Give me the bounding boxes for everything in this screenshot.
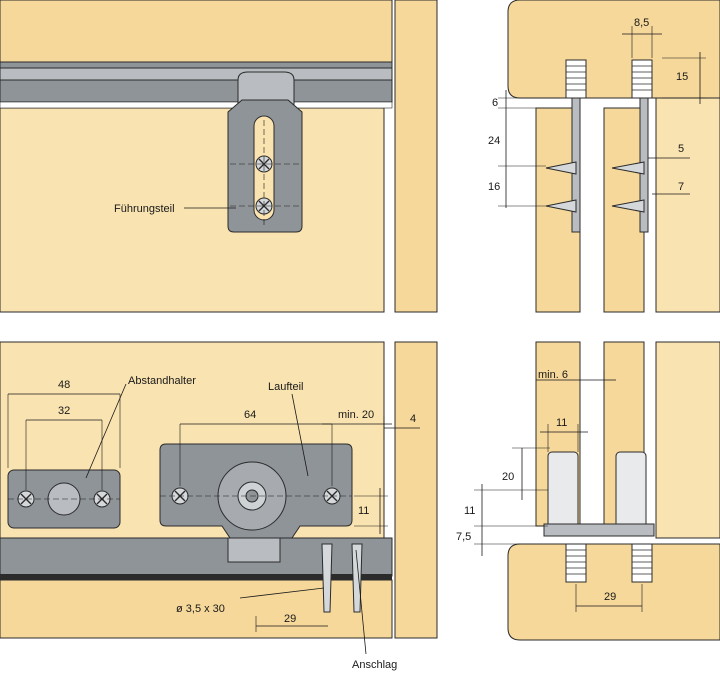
dim-6: 6 [492,97,498,109]
gap-strip [0,101,393,109]
panel-bottom-left: 48 32 64 min. 20 4 11 29 Abstandhalter L… [0,341,438,671]
floor-board-section [507,543,720,641]
insert-ribs [566,65,586,91]
dim-32: 32 [58,405,70,417]
side-wall-section [655,97,720,313]
label-laufteil: Laufteil [268,381,303,393]
dim-64: 64 [244,409,256,421]
door-panel-wood [0,107,385,313]
profile-right [611,59,653,233]
leader-line [291,393,309,477]
panel-top-left: Führungsteil [0,0,438,313]
leader-line [85,383,127,479]
dim-29: 29 [604,591,616,603]
dim-5: 5 [678,143,684,155]
runner-housing [615,451,647,535]
panel-bottom-right: min. 6 11 20 11 7,5 29 [456,341,720,641]
screw-icon [611,161,645,175]
dim-24: 24 [488,135,500,147]
dowel-insert [631,543,653,583]
screw-icon [321,543,333,613]
runner-housing [547,451,579,535]
dowel-insert [565,543,587,583]
dim-4: 4 [410,413,416,425]
bottom-rail-base [0,574,392,580]
bottom-profile-left [547,451,587,583]
wheel-mount [227,537,281,563]
dim-11: 11 [358,505,369,517]
dim-29: 29 [284,613,296,625]
insert-ribs [632,65,652,91]
leader-line [355,549,367,655]
dim-7: 7 [678,181,684,193]
dim-7-5: 7,5 [456,531,471,543]
top-board-section [507,0,720,99]
guide-roller [237,71,295,109]
dim-min-20: min. 20 [338,409,374,421]
label-screw-size: ø 3,5 x 30 [176,603,225,615]
dim-20: 20 [502,471,514,483]
label-fuehrungsteil: Führungsteil [114,203,175,215]
top-rail-highlight [0,67,393,81]
top-rail-wood [0,0,393,63]
running-part [159,443,353,563]
screw-cross-icon [258,158,270,170]
dim-16: 16 [488,181,500,193]
label-anschlag: Anschlag [352,659,397,671]
side-panel-wood [394,0,438,313]
screw-icon [611,199,645,213]
profile-left [545,59,587,233]
screw-icon [545,199,577,213]
side-wall-section [655,341,720,539]
guide-part [184,71,303,233]
leader-line [239,587,325,599]
dim-11-b: 11 [464,505,475,517]
spacer-part [7,469,121,529]
screw-icon [351,543,363,613]
dim-15: 15 [676,71,688,83]
label-abstandhalter: Abstandhalter [128,375,196,387]
side-panel-wood [394,341,438,639]
dim-11-a: 11 [556,417,567,429]
panel-top-right: 8,5 15 6 24 16 5 7 [488,0,720,313]
bottom-track [543,523,655,537]
dim-8-5: 8,5 [634,17,649,29]
dim-min-6: min. 6 [538,369,568,381]
screw-icon [545,161,577,175]
bottom-rail-metal [0,537,393,577]
dim-48: 48 [58,379,70,391]
